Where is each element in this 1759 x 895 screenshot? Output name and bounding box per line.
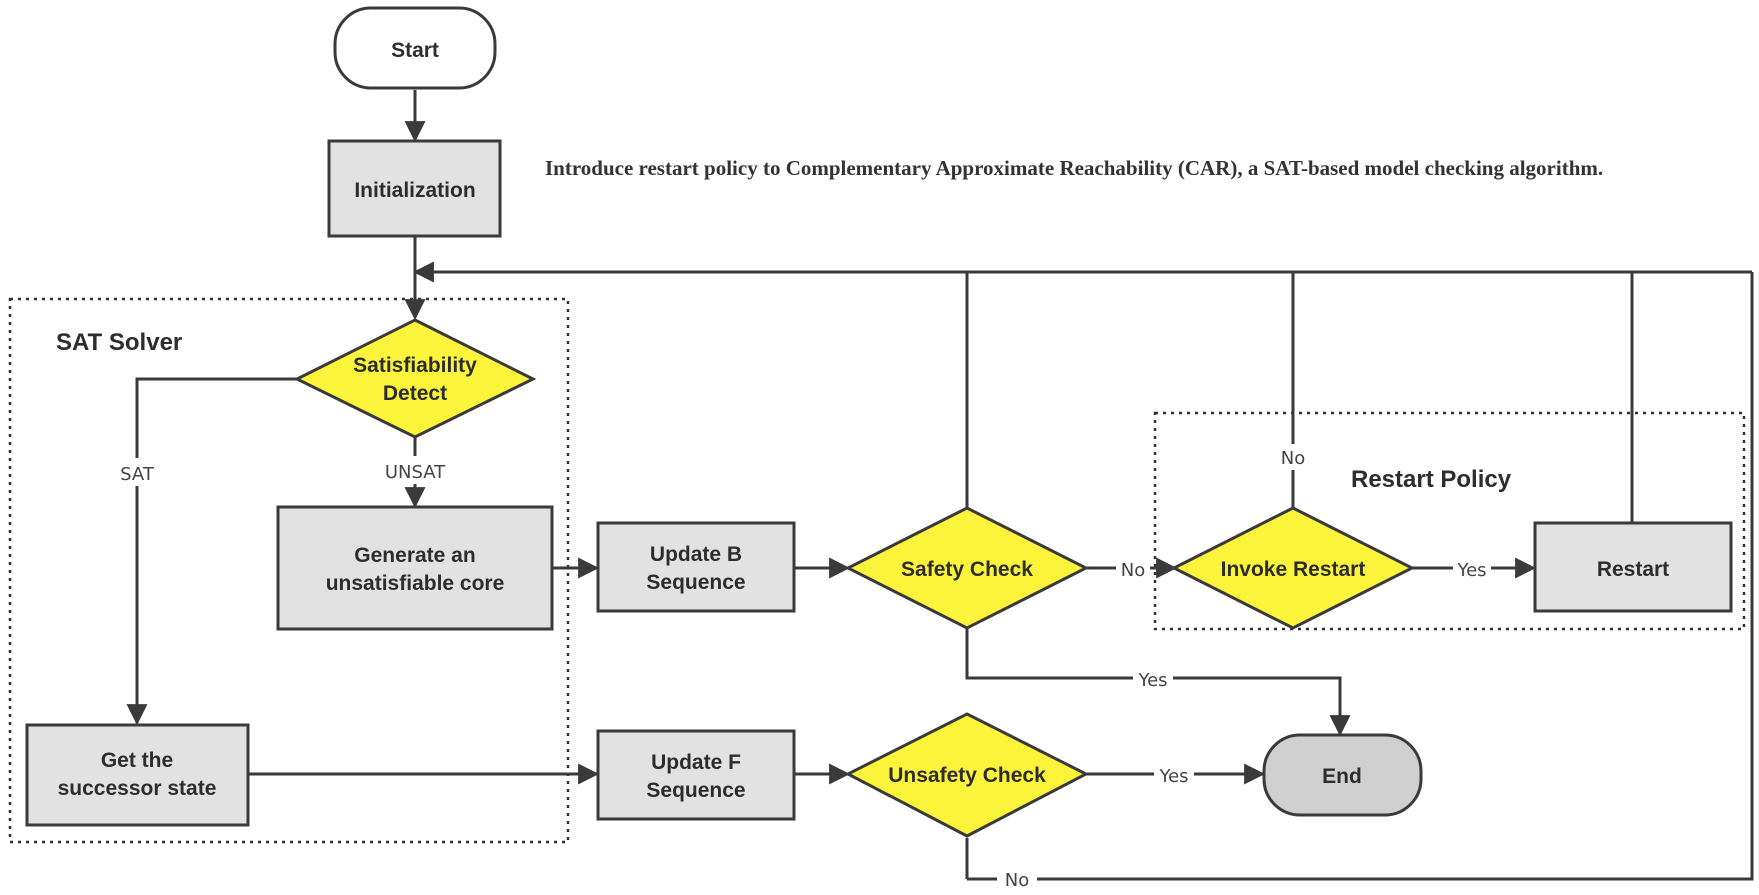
- update-b-node[interactable]: Update B Sequence: [596, 521, 796, 613]
- update-b-label-line1: Update B: [650, 543, 742, 566]
- get-successor-label-line1: Get the: [101, 749, 173, 772]
- get-successor-label-line2: successor state: [58, 777, 217, 800]
- satisfiability-detect-label-line1: Satisfiability: [353, 354, 477, 377]
- unsafety-check-node[interactable]: Unsafety Check: [844, 712, 1090, 838]
- update-f-label-line1: Update F: [651, 751, 741, 774]
- restart-label: Restart: [1597, 558, 1669, 581]
- satisfiability-detect-label-line2: Detect: [383, 382, 447, 405]
- end-node[interactable]: End: [1262, 733, 1423, 817]
- restart-node[interactable]: Restart: [1533, 521, 1733, 613]
- edge-label-unsafety-no: No: [1005, 870, 1029, 891]
- sat-solver-group: [8, 297, 570, 844]
- end-label: End: [1322, 765, 1362, 788]
- safety-check-label: Safety Check: [901, 558, 1033, 581]
- update-f-label-line2: Sequence: [646, 779, 745, 802]
- diagram-caption: Introduce restart policy to Complementar…: [545, 156, 1603, 180]
- edge-label-unsafety-yes: Yes: [1158, 766, 1188, 787]
- invoke-restart-node[interactable]: Invoke Restart: [1170, 506, 1416, 630]
- initialization-label: Initialization: [354, 179, 475, 202]
- start-node[interactable]: Start: [333, 6, 497, 90]
- invoke-restart-label: Invoke Restart: [1221, 558, 1366, 581]
- unsafety-check-label: Unsafety Check: [888, 764, 1046, 787]
- generate-core-node[interactable]: Generate an unsatisfiable core: [276, 505, 554, 631]
- safety-check-node[interactable]: Safety Check: [844, 506, 1090, 630]
- get-successor-node[interactable]: Get the successor state: [25, 723, 250, 827]
- update-f-node[interactable]: Update F Sequence: [596, 729, 796, 821]
- sat-solver-group-label: SAT Solver: [56, 329, 182, 356]
- edge-label-safety-yes: Yes: [1137, 670, 1167, 691]
- edge-label-invoke-yes: Yes: [1456, 560, 1486, 581]
- generate-core-label-line1: Generate an: [354, 544, 475, 567]
- restart-policy-group-label: Restart Policy: [1351, 466, 1512, 493]
- edge-label-safety-no: No: [1121, 560, 1145, 581]
- update-b-label-line2: Sequence: [646, 571, 745, 594]
- edge-label-invoke-no: No: [1281, 448, 1305, 469]
- satisfiability-detect-node[interactable]: Satisfiability Detect: [293, 318, 537, 439]
- generate-core-label-line2: unsatisfiable core: [326, 572, 505, 595]
- edge-label-unsat: UNSAT: [385, 462, 446, 483]
- start-label: Start: [391, 39, 439, 62]
- restart-policy-group: [1153, 411, 1746, 631]
- initialization-node[interactable]: Initialization: [327, 139, 502, 238]
- edge-label-sat: SAT: [120, 464, 155, 485]
- edge-sat-branch: [126, 377, 297, 726]
- edge-top-return: [967, 272, 1754, 881]
